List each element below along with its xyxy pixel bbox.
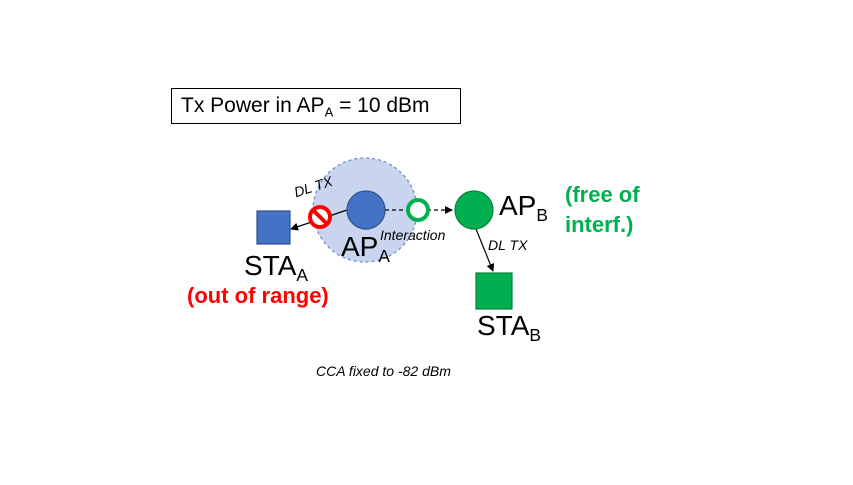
ap-b-node: [454, 190, 494, 230]
sta-a-label-text: STA: [244, 250, 297, 281]
sta-a-node: [256, 210, 291, 245]
ap-b-label-text: AP: [499, 190, 537, 221]
ap-a-node: [346, 190, 386, 230]
tx-power-label: Tx Power in APA = 10 dBm: [171, 88, 461, 124]
cca-note: CCA fixed to -82 dBm: [316, 363, 451, 379]
out-of-range-note: (out of range): [187, 283, 329, 308]
ap-b-label-sub: B: [536, 205, 548, 226]
free-of-interference-line2: interf.): [565, 212, 634, 237]
sta-a-label-sub: A: [296, 265, 308, 286]
interaction-label: Interaction: [380, 227, 446, 243]
sta-b-label: STAB: [477, 310, 541, 346]
sta-b-label-sub: B: [529, 325, 541, 346]
sta-b-label-text: STA: [477, 310, 530, 341]
dl-tx-b-arrow: [475, 228, 495, 272]
ap-a-label-text: AP: [341, 231, 379, 262]
allowed-icon: [406, 198, 430, 222]
sta-a-label: STAA: [244, 250, 308, 286]
tx-power-prefix: Tx Power in AP: [181, 94, 325, 117]
ap-b-label: APB: [499, 190, 548, 226]
free-of-interference-line1: (free of: [565, 182, 640, 207]
ap-a-label-sub: A: [378, 246, 390, 267]
tx-power-subscript: A: [324, 104, 334, 120]
tx-power-value: = 10 dBm: [333, 94, 430, 117]
blocked-icon: [308, 205, 332, 229]
sta-b-node: [475, 272, 513, 310]
ap-a-label: APA: [341, 231, 390, 267]
dl-tx-b-label: DL TX: [488, 237, 528, 253]
free-of-interference-note: (free of interf.): [565, 180, 640, 240]
